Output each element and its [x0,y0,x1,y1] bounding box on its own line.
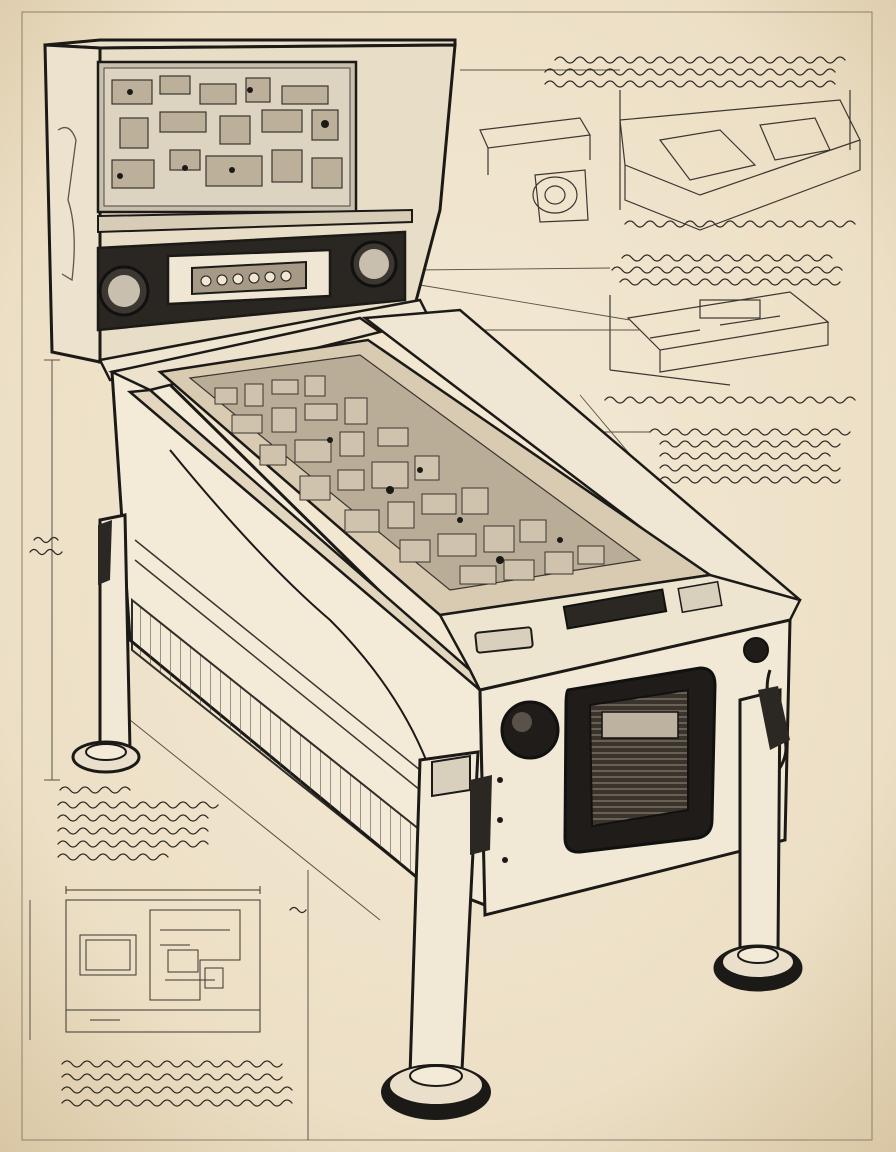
lockdown-bar [562,588,668,630]
start-button-icon [500,700,560,760]
legs [71,513,803,1120]
sheet-border [21,11,873,1141]
handwritten-notes [29,56,856,1107]
detail-sketch-top [479,90,861,231]
cabinet [108,308,802,917]
detail-sketch-middle [609,291,830,386]
playfield-detail [214,375,605,585]
schematic-inset [65,886,261,1033]
